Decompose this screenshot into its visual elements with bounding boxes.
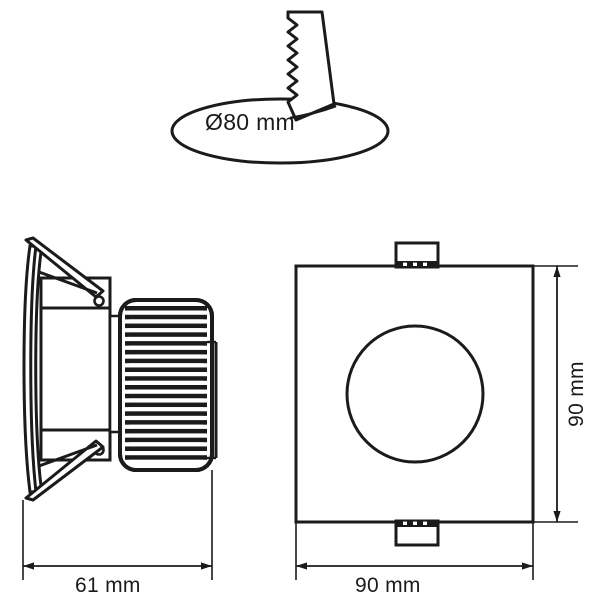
front-view: 90 mm 90 mm [294,241,588,597]
heatsink-fin [125,402,207,408]
cutout-view: Ø80 mm [170,10,390,165]
side-bezel-profile [22,244,38,494]
spring-clip-tab-bottom [394,519,440,547]
heatsink-fin-slot [129,389,203,394]
spring-clip-lower [24,439,105,502]
heatsink-fin [125,411,207,416]
height-dimension-label: 90 mm [565,361,588,427]
heatsink-fin-slot [129,345,203,350]
heatsink-fin-slot [129,424,203,429]
heatsink-fin [125,420,207,425]
heatsink-fin-slot [129,354,203,358]
bracket-pivot-upper [93,295,105,307]
heatsink-outline [118,298,214,472]
heatsink-fin-slot [129,442,203,446]
heatsink-fin [125,314,207,320]
spring-clip-tab-top [394,241,440,269]
side-view: 61 mm [22,236,218,597]
side-reflector-wall [34,251,43,487]
dimension-arrow-height-bottom [553,511,561,522]
heatsink-fin [125,358,207,364]
heatsink-fin [125,349,207,355]
spring-clip-upper-strut [38,270,98,295]
cutout-entry-arc [289,104,337,120]
dimension-arrow-depth-right [201,562,212,570]
heatsink-fin-slot [129,328,203,332]
heatsink-fin-slot [129,380,203,385]
depth-dimension-label: 61 mm [75,574,141,597]
width-dimension-label: 90 mm [355,574,421,597]
heatsink-fin [125,367,207,372]
heatsink-fin [125,323,207,329]
heatsink-fin [125,332,207,337]
heatsink-fin [125,385,207,390]
dimension-arrow-depth-left [23,562,34,570]
heatsink-fin-slot [129,319,203,323]
heatsink-fin-slot [129,433,203,437]
heatsink-fin [125,455,207,460]
heatsink-fin-slot [129,372,203,376]
heatsink-fin-slot [129,459,203,464]
heatsink-fin [125,428,207,434]
heatsink-fin-slot [129,363,203,367]
front-aperture-circle [345,324,485,464]
heatsink-fin [125,446,207,451]
cutout-ellipse [170,97,390,165]
hole-saw-icon [286,10,336,122]
dimension-arrow-width-left [296,562,307,570]
heatsink-fin [125,306,207,311]
heatsink-fin [125,393,207,399]
dimension-arrow-height-top [553,266,561,277]
heatsink-fin-slot [129,451,203,455]
heatsink-fin-slot [129,415,203,420]
heatsink-fin-slot [129,398,203,402]
spring-clip-lower-strut [38,443,98,468]
heatsink-fin-slot [129,336,203,341]
spring-clip-upper [24,236,105,299]
dimension-arrow-width-right [522,562,533,570]
heatsink-fin [125,437,207,443]
heatsink-fin [125,376,207,381]
cutout-diameter-label: Ø80 mm [205,109,295,135]
heatsink-fin-slot [129,407,203,411]
heatsink-fin-slot [129,310,203,315]
heatsink-fin [125,341,207,346]
heatsink-fins [118,298,214,472]
side-housing-body [39,288,112,450]
